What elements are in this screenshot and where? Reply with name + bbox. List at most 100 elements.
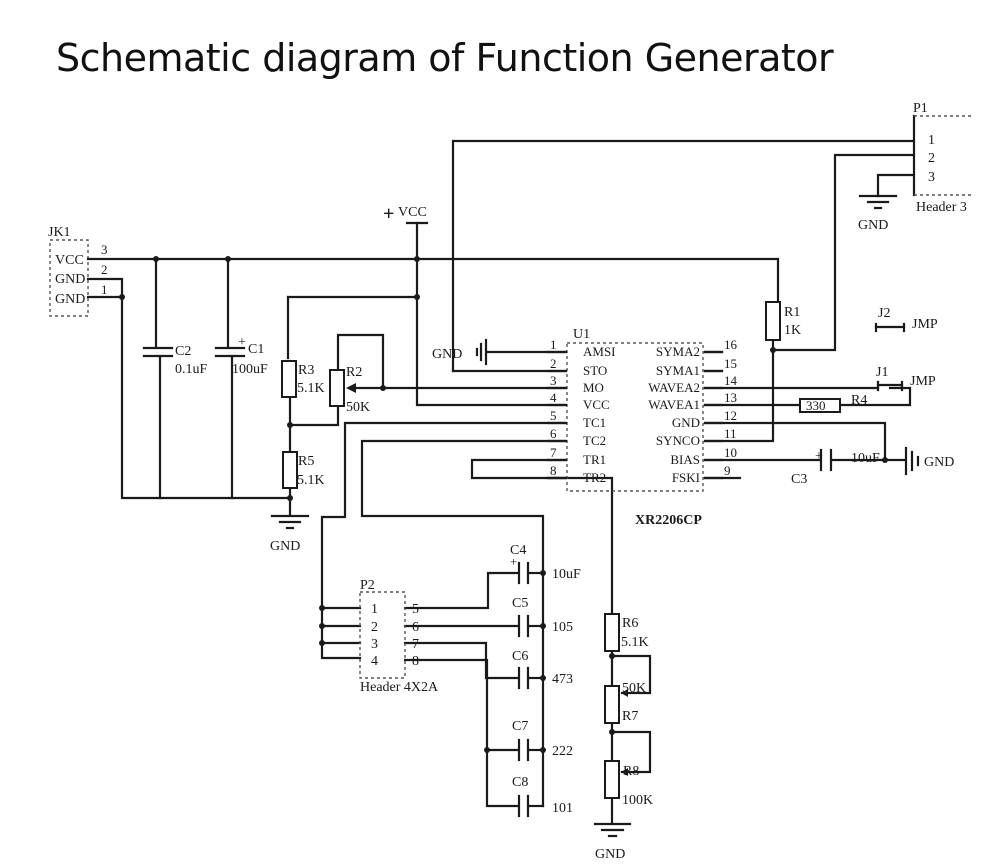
u1-pin-number: 14	[724, 373, 738, 388]
r3-value: 5.1K	[297, 381, 325, 396]
u1-pin-number: 8	[550, 463, 557, 478]
jk1-pin-num: 1	[101, 282, 108, 297]
c4-polarity: +	[510, 554, 517, 569]
c2-value: 0.1uF	[175, 362, 208, 377]
c5-ref: C5	[512, 596, 528, 611]
u1-pin-name: TC2	[583, 433, 606, 448]
c4-ref: C4	[510, 543, 526, 558]
vcc-symbol: + VCC	[383, 203, 429, 225]
p1-pin: 3	[928, 170, 935, 185]
c3-polarity: +	[815, 449, 823, 464]
u1-ref: U1	[573, 327, 590, 342]
c1-value: 100uF	[232, 362, 268, 377]
p2-part: Header 4X2A	[360, 680, 439, 695]
r2-ref: R2	[346, 365, 362, 380]
gnd-label: GND	[595, 847, 625, 862]
potentiometer-r2: R2 50K	[329, 365, 370, 415]
u1-pin-name: FSKI	[672, 470, 700, 485]
jumper-j2: J2 JMP	[874, 306, 938, 333]
potentiometer-r7: 50K R7	[604, 681, 646, 724]
diagram-title: Schematic diagram of Function Generator	[56, 36, 834, 80]
r7-value: 50K	[622, 681, 646, 696]
capacitor-c8: C8 101	[512, 775, 573, 818]
u1-pin-name: MO	[583, 380, 604, 395]
j2-part: JMP	[912, 317, 938, 332]
r5-ref: R5	[298, 454, 314, 469]
ground-symbol: GND	[270, 514, 310, 554]
c3-value: 10uF	[851, 451, 880, 466]
header-p1: P1 1 2 3 Header 3	[912, 101, 972, 215]
capacitor-c6: C6 473	[512, 649, 573, 690]
resistor-r1: R1 1K	[765, 301, 801, 341]
u1-pin-number: 9	[724, 463, 731, 478]
u1-pin-name: SYMA2	[656, 344, 700, 359]
r2-value: 50K	[346, 400, 370, 415]
p2-pin: 6	[412, 620, 419, 635]
p1-pin: 2	[928, 151, 935, 166]
c8-ref: C8	[512, 775, 528, 790]
u1-pin-number: 5	[550, 408, 557, 423]
j2-ref: J2	[878, 306, 890, 321]
ground-symbol-p1: GND	[858, 194, 898, 233]
u1-pin-name: WAVEA2	[648, 380, 700, 395]
u1-pin-number: 6	[550, 426, 557, 441]
p1-ref: P1	[913, 101, 928, 116]
c8-value: 101	[552, 801, 573, 816]
jk1-pin-num: 2	[101, 262, 108, 277]
u1-pin-name: STO	[583, 363, 607, 378]
u1-pin-name: SYNCO	[656, 433, 700, 448]
r4-ref: R4	[851, 393, 867, 408]
wires	[86, 139, 914, 824]
u1-pin-name: VCC	[583, 397, 610, 412]
u1-pin-name: WAVEA1	[648, 397, 700, 412]
u1-pin-name: TC1	[583, 415, 606, 430]
c5-value: 105	[552, 620, 573, 635]
r1-ref: R1	[784, 305, 800, 320]
jk1-pin-name: GND	[55, 272, 85, 287]
c2-ref: C2	[175, 344, 191, 359]
resistor-r3: R3 5.1K	[281, 360, 325, 398]
r7-ref: R7	[622, 709, 638, 724]
jk1-connector: JK1 VCC GND GND 3 2 1	[48, 225, 108, 317]
r5-value: 5.1K	[297, 473, 325, 488]
ground-symbol-c3: GND	[904, 446, 954, 476]
c4-value: 10uF	[552, 567, 581, 582]
vcc-plus: +	[383, 203, 394, 225]
p2-pin: 8	[412, 654, 419, 669]
c1-ref: C1	[248, 342, 264, 357]
gnd-label: GND	[432, 347, 462, 362]
header-p2: P2 1 2 3 4 5 6 7 8 Header 4X2A	[359, 578, 439, 695]
u1-pin-name: SYMA1	[656, 363, 700, 378]
c3-ref: C3	[791, 472, 807, 487]
j1-part: JMP	[910, 374, 936, 389]
u1-pin-number: 3	[550, 373, 557, 388]
resistor-r4: 330 R4	[799, 393, 867, 413]
u1-pin-name: TR1	[583, 452, 606, 467]
p2-pin: 7	[412, 637, 419, 652]
u1-pin-name: GND	[672, 415, 700, 430]
jk1-pin-name: GND	[55, 292, 85, 307]
u1-part: XR2206CP	[635, 513, 702, 528]
u1-pin-name: AMSI	[583, 344, 616, 359]
p2-pin: 2	[371, 620, 378, 635]
p2-pin: 4	[371, 654, 378, 669]
resistor-r6: R6 5.1K	[604, 613, 649, 652]
jumper-j1: J1 JMP	[876, 365, 936, 392]
r8-ref: R8	[623, 764, 639, 779]
r3-ref: R3	[298, 363, 314, 378]
r6-ref: R6	[622, 616, 638, 631]
jk1-pin-name: VCC	[55, 253, 84, 268]
capacitor-c3: + C3 10uF	[791, 448, 880, 487]
p2-pin: 5	[412, 602, 419, 617]
gnd-label: GND	[858, 218, 888, 233]
resistor-r5: R5 5.1K	[282, 451, 325, 489]
p2-ref: P2	[360, 578, 375, 593]
j1-ref: J1	[876, 365, 888, 380]
c6-ref: C6	[512, 649, 528, 664]
u1-pin-number: 7	[550, 445, 557, 460]
c7-ref: C7	[512, 719, 528, 734]
capacitor-c1: + C1 100uF	[214, 335, 268, 377]
p1-pin: 1	[928, 133, 935, 148]
